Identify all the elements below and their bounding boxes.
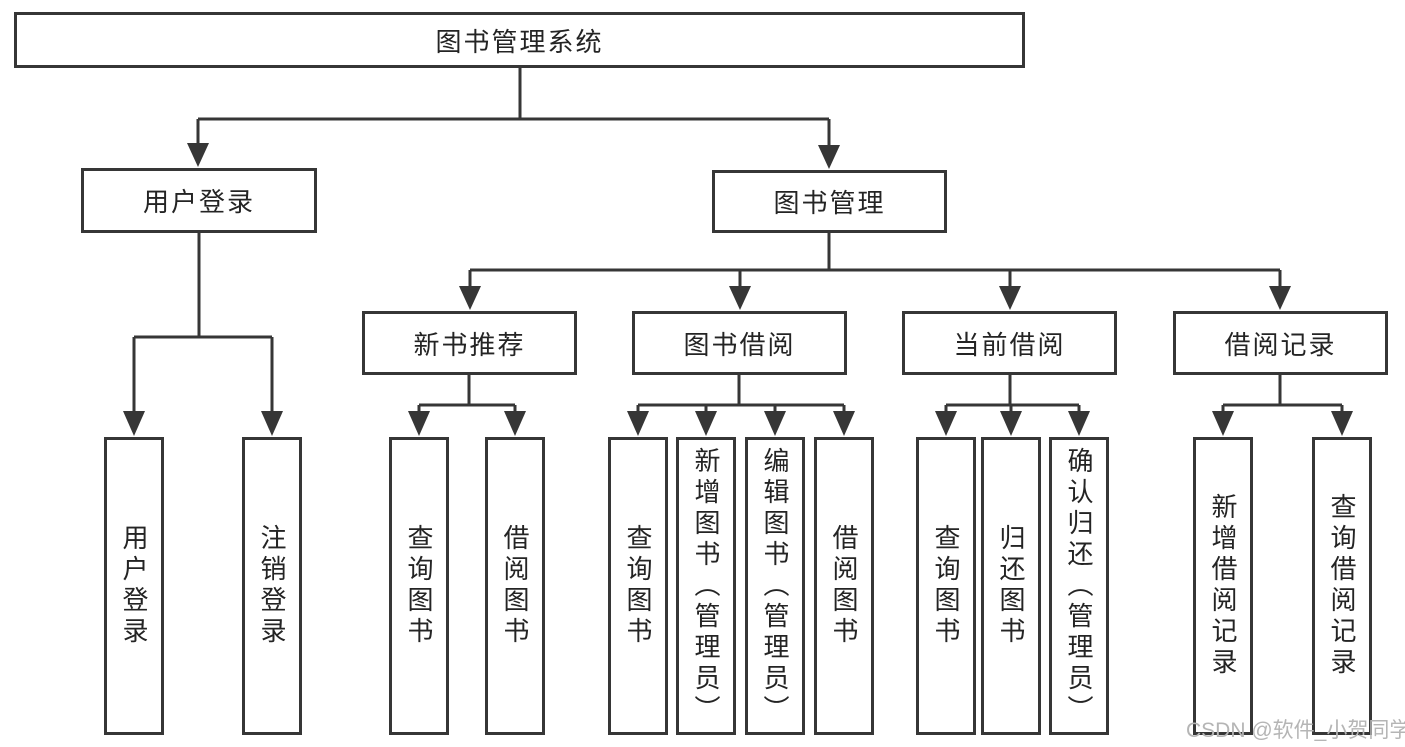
node-book-management: 图书管理: [712, 170, 947, 233]
leaf-nbr-query-books: 查询图书: [389, 437, 449, 735]
node-new-book-recommend-label: 新书推荐: [413, 329, 526, 360]
node-current-borrowing: 当前借阅: [902, 311, 1117, 375]
leaf-logout-label: 注销登录: [257, 524, 287, 648]
node-user-login: 用户登录: [81, 168, 317, 233]
leaf-bb-edit-books-admin-label: 编辑图书（管理员）: [760, 446, 790, 726]
leaf-bb-edit-books-admin: 编辑图书（管理员）: [745, 437, 805, 735]
node-current-borrowing-label: 当前借阅: [953, 329, 1066, 360]
node-root: 图书管理系统: [14, 12, 1025, 68]
leaf-user-login-label: 用户登录: [119, 524, 149, 648]
leaf-br-query-record: 查询借阅记录: [1312, 437, 1372, 735]
leaf-bb-borrow-books: 借阅图书: [814, 437, 874, 735]
leaf-bb-query-books: 查询图书: [608, 437, 668, 735]
leaf-nbr-borrow-books: 借阅图书: [485, 437, 545, 735]
leaf-cb-query-books: 查询图书: [916, 437, 976, 735]
node-book-management-label: 图书管理: [773, 188, 886, 218]
node-new-book-recommend: 新书推荐: [362, 311, 577, 375]
leaf-bb-borrow-books-label: 借阅图书: [829, 524, 859, 648]
leaf-cb-return-books: 归还图书: [981, 437, 1041, 735]
leaf-user-login: 用户登录: [104, 437, 164, 735]
leaf-bb-query-books-label: 查询图书: [623, 524, 653, 648]
node-root-label: 图书管理系统: [435, 26, 604, 57]
leaf-nbr-borrow-books-label: 借阅图书: [500, 524, 530, 648]
leaf-cb-confirm-return-admin: 确认归还（管理员）: [1049, 437, 1109, 735]
leaf-br-query-record-label: 查询借阅记录: [1327, 493, 1357, 679]
node-borrowing-records: 借阅记录: [1173, 311, 1388, 375]
leaf-bb-add-books-admin-label: 新增图书（管理员）: [691, 446, 721, 726]
leaf-cb-confirm-return-admin-label: 确认归还（管理员）: [1064, 446, 1094, 726]
node-book-borrowing: 图书借阅: [632, 311, 847, 375]
leaf-bb-add-books-admin: 新增图书（管理员）: [676, 437, 736, 735]
leaf-br-add-record: 新增借阅记录: [1193, 437, 1253, 735]
node-user-login-label: 用户登录: [142, 187, 255, 217]
leaf-logout: 注销登录: [242, 437, 302, 735]
node-borrowing-records-label: 借阅记录: [1224, 329, 1337, 360]
leaf-cb-query-books-label: 查询图书: [931, 524, 961, 648]
node-book-borrowing-label: 图书借阅: [683, 329, 796, 360]
leaf-cb-return-books-label: 归还图书: [996, 524, 1026, 648]
leaf-br-add-record-label: 新增借阅记录: [1208, 493, 1238, 679]
csdn-watermark: CSDN @软件_小贺同学: [1186, 719, 1405, 742]
leaf-nbr-query-books-label: 查询图书: [404, 524, 434, 648]
